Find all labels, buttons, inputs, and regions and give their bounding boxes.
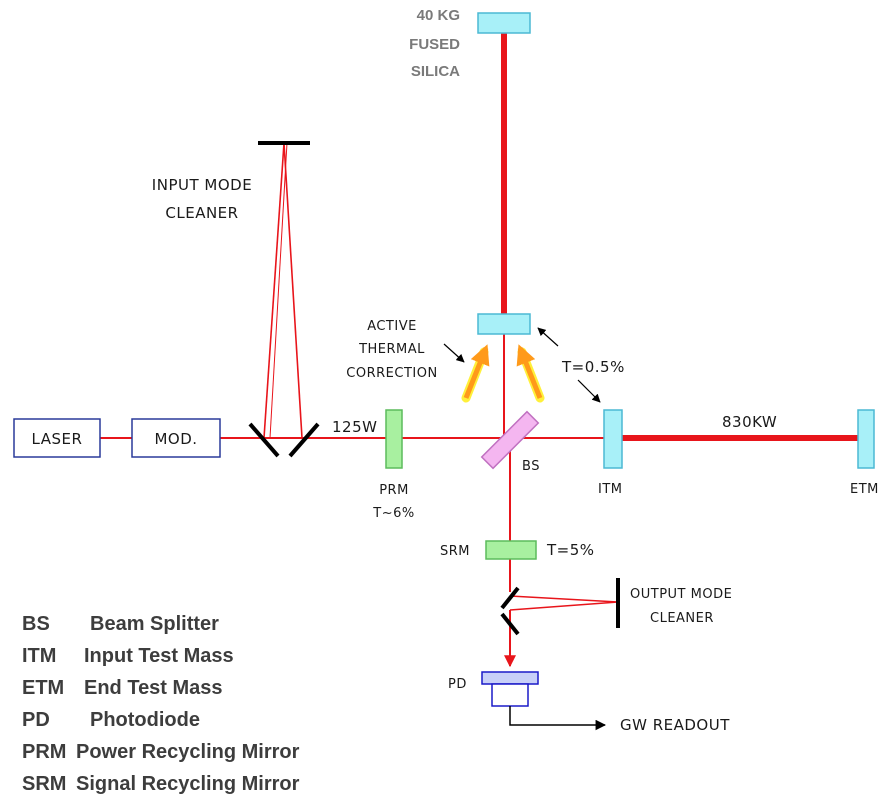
- gw-readout-line: [509, 706, 607, 731]
- imc-beam-left: [263, 142, 285, 439]
- legend-abbr-bs: BS: [22, 613, 50, 635]
- beam-paths: [100, 32, 858, 668]
- imc-mirror-left: [248, 422, 280, 458]
- srm-transmission-label: T=5%: [546, 541, 595, 559]
- prm-mirror: [385, 409, 403, 469]
- etm-y-mirror: [477, 12, 531, 34]
- atc-label-2: THERMAL: [358, 342, 425, 357]
- imc-beam-right: [283, 142, 303, 439]
- thermal-correction-arrows: [461, 344, 545, 403]
- legend-desc-bs: Beam Splitter: [90, 613, 219, 635]
- itm-y-pointer-arrow: [537, 327, 559, 347]
- thermal-pointer-arrow: [443, 343, 465, 363]
- legend-desc-pd: Photodiode: [90, 709, 200, 731]
- omc-label-2: CLEANER: [650, 611, 714, 626]
- input-power-label: 125W: [332, 418, 377, 436]
- legend-abbr-prm: PRM: [22, 741, 66, 763]
- imc-beam-left2: [269, 142, 288, 439]
- srm-mirror: [485, 540, 537, 560]
- itm-label: ITM: [598, 482, 623, 497]
- legend-abbr-pd: PD: [22, 709, 50, 731]
- legend-desc-srm: Signal Recycling Mirror: [76, 773, 300, 795]
- prm-transmission-label: T~6%: [372, 506, 414, 521]
- gw-readout-label: GW READOUT: [620, 716, 730, 734]
- modulator-box: [131, 418, 221, 458]
- photodiode: [481, 671, 539, 707]
- laser-label: LASER: [32, 430, 83, 448]
- arm-power-label: 830KW: [722, 413, 777, 431]
- itm-transmission-label: T=0.5%: [561, 358, 625, 376]
- laser-box: [13, 418, 101, 458]
- fused-silica-label-1: 40 KG: [417, 7, 460, 24]
- legend-abbr-itm: ITM: [22, 645, 56, 667]
- legend-abbr-etm: ETM: [22, 677, 64, 699]
- itm-x-pointer-arrow: [577, 379, 601, 403]
- omc-mirror-top: [500, 586, 520, 610]
- imc-mirror-right: [288, 422, 320, 458]
- atc-label-3: CORRECTION: [346, 366, 437, 381]
- omc-mirror-bottom: [500, 612, 520, 636]
- fused-silica-label-3: SILICA: [411, 63, 460, 80]
- srm-label: SRM: [440, 544, 470, 559]
- fused-silica-label-2: FUSED: [409, 36, 460, 53]
- legend-desc-prm: Power Recycling Mirror: [76, 741, 300, 763]
- imc-label-1: INPUT MODE: [152, 176, 252, 194]
- imc-label-2: CLEANER: [165, 204, 238, 222]
- omc-beam-top: [509, 595, 619, 603]
- atc-label-1: ACTIVE: [367, 319, 417, 334]
- omc-beam-bottom: [509, 601, 619, 611]
- omc-label-1: OUTPUT MODE: [630, 587, 732, 602]
- beam-splitter: [480, 410, 540, 470]
- bs-label: BS: [522, 459, 540, 474]
- legend-desc-etm: End Test Mass: [84, 677, 223, 699]
- itm-y-mirror: [477, 313, 531, 335]
- etm-label: ETM: [850, 482, 879, 497]
- etm-x-mirror: [857, 409, 875, 469]
- legend-abbr-srm: SRM: [22, 773, 66, 795]
- legend: BS Beam Splitter ITM Input Test Mass ETM…: [22, 613, 300, 795]
- modulator-label: MOD.: [154, 430, 197, 448]
- legend-desc-itm: Input Test Mass: [84, 645, 234, 667]
- prm-label: PRM: [379, 483, 409, 498]
- pd-label: PD: [448, 677, 467, 692]
- itm-x-mirror: [603, 409, 623, 469]
